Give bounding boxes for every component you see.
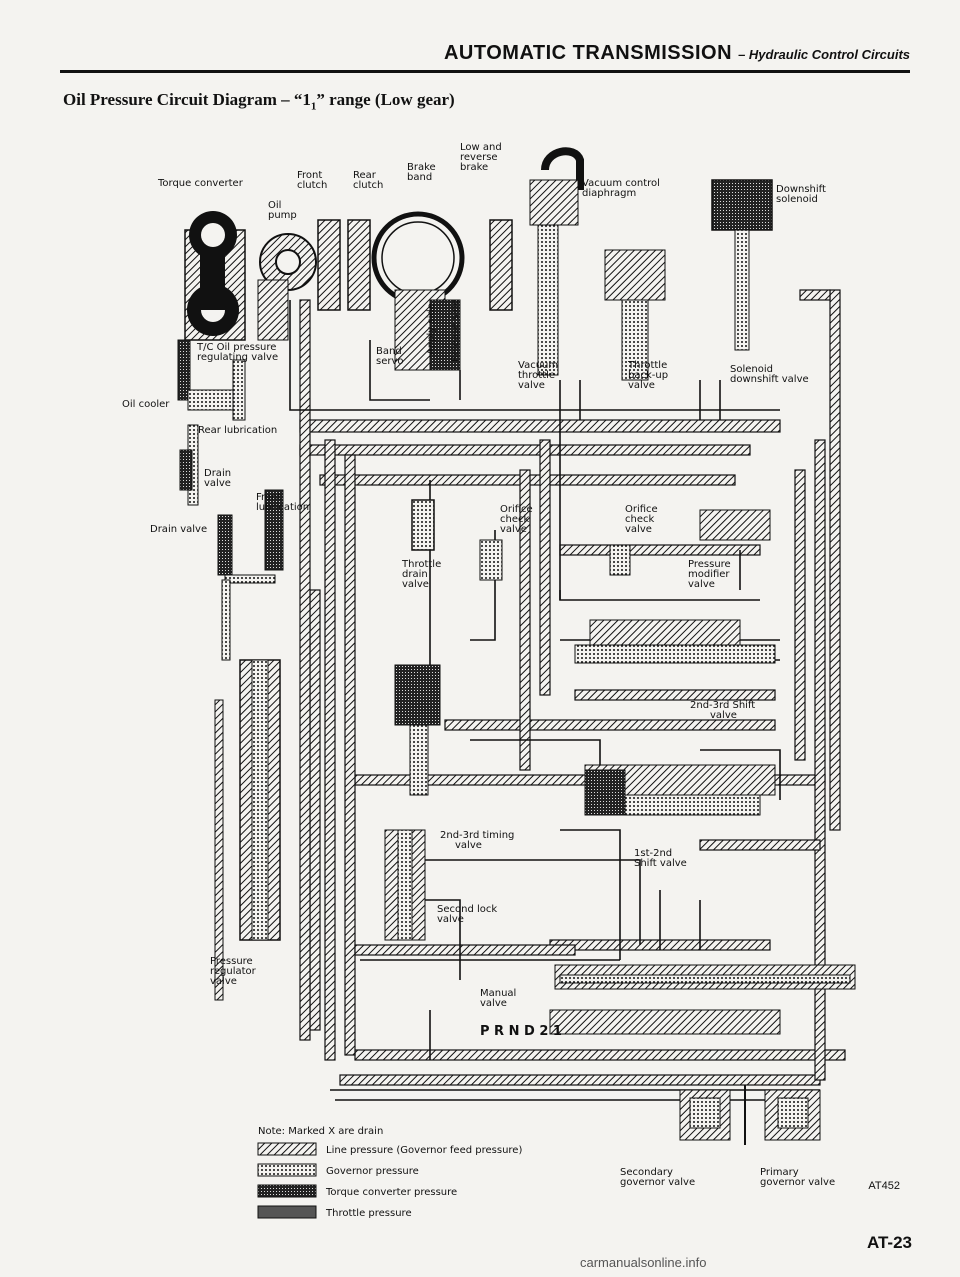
label-prnd: P R N D 2 1 <box>480 1024 562 1039</box>
converter-upper-core <box>201 223 225 247</box>
label-apply-side: Apply side <box>426 303 437 355</box>
label-oil-cooler: Oil cooler <box>122 399 170 410</box>
brake-band <box>371 211 465 371</box>
downshift-solenoid <box>711 179 773 351</box>
label-drain-valve-2: Drain valve <box>150 524 207 535</box>
tc-regulator-area <box>177 339 284 661</box>
watermark: carmanualsonline.info <box>580 1255 707 1270</box>
torque-converter <box>184 211 246 341</box>
header-subtitle: – Hydraulic Control Circuits <box>738 47 910 62</box>
manual-valve <box>549 964 856 1035</box>
vacuum-diaphragm <box>529 147 584 376</box>
legend-item-torque: Torque converter pressure <box>325 1187 457 1198</box>
timing-valve <box>394 664 441 796</box>
title-text: Oil Pressure Circuit Diagram – “1 <box>63 90 311 109</box>
label-torque-converter: Torque converter <box>157 178 244 189</box>
oil-pump <box>257 233 317 341</box>
shift-valves-2-3 <box>574 509 776 664</box>
header-title: AUTOMATIC TRANSMISSION – Hydraulic Contr… <box>444 42 910 65</box>
title-subscript: 1 <box>310 100 317 113</box>
page-number: AT-23 <box>866 1233 912 1252</box>
orifice-check-valve-1 <box>479 539 503 581</box>
throttle-backup-valve <box>604 249 666 381</box>
legend-swatch-line <box>257 1142 317 1156</box>
legend-item-line: Line pressure (Governor feed pressure) <box>326 1145 522 1156</box>
throttle-drain-valve <box>411 499 435 551</box>
clutch-packs <box>317 219 513 311</box>
second-lock-valve <box>384 829 426 941</box>
title-tail: ” range (Low gear) <box>316 90 455 109</box>
page-header: AUTOMATIC TRANSMISSION – Hydraulic Contr… <box>60 36 910 73</box>
legend-note: Note: Marked X are drain <box>258 1126 383 1137</box>
governor-valves <box>679 1085 821 1145</box>
diagram-title: Oil Pressure Circuit Diagram – “11” rang… <box>63 90 455 112</box>
legend-swatch-governor <box>257 1163 317 1177</box>
legend-item-throttle: Throttle pressure <box>325 1208 412 1219</box>
legend: Note: Marked X are drain Line pressure (… <box>257 1126 522 1219</box>
converter-shaft <box>200 250 225 310</box>
pressure-regulator-valve <box>214 659 281 1001</box>
header-main: AUTOMATIC TRANSMISSION <box>443 42 733 64</box>
label-release-side: Release side <box>450 299 461 362</box>
legend-swatch-torque <box>257 1184 317 1198</box>
shift-valve-1-2 <box>584 764 776 816</box>
label-rear-lubrication: Rear lubrication <box>198 425 277 436</box>
legend-swatch-throttle <box>257 1205 317 1219</box>
figure-id: AT452 <box>868 1180 900 1192</box>
legend-item-governor: Governor pressure <box>326 1166 419 1177</box>
